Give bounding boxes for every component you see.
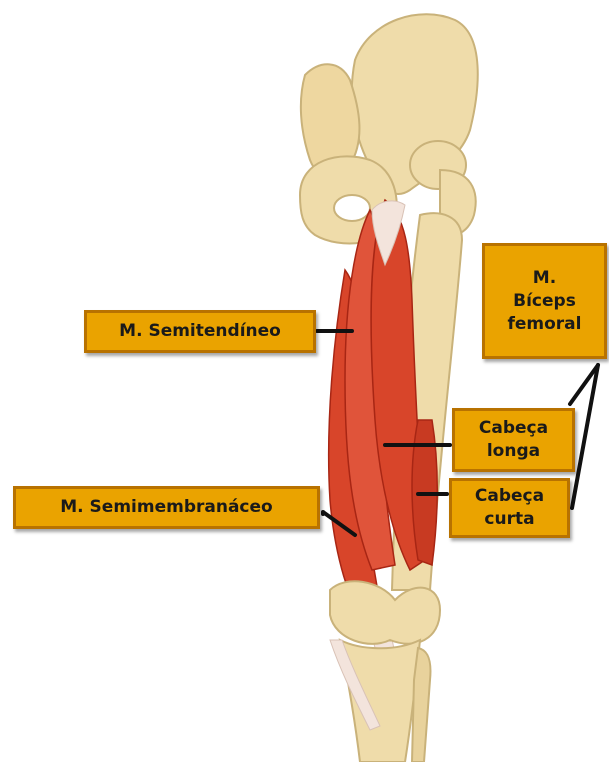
knee-and-tibia <box>330 581 440 762</box>
label-cabeca-longa: Cabeça longa <box>452 408 575 472</box>
label-biceps-femoral: M. Bíceps femoral <box>482 243 607 359</box>
tibia <box>340 640 420 762</box>
label-cabeca-curta: Cabeça curta <box>449 478 570 538</box>
femoral-condyles <box>330 581 440 644</box>
obturator-foramen <box>334 195 370 221</box>
label-semimembranoso: M. Semimembranáceo <box>13 486 320 529</box>
label-semitendinoso: M. Semitendíneo <box>84 310 316 353</box>
